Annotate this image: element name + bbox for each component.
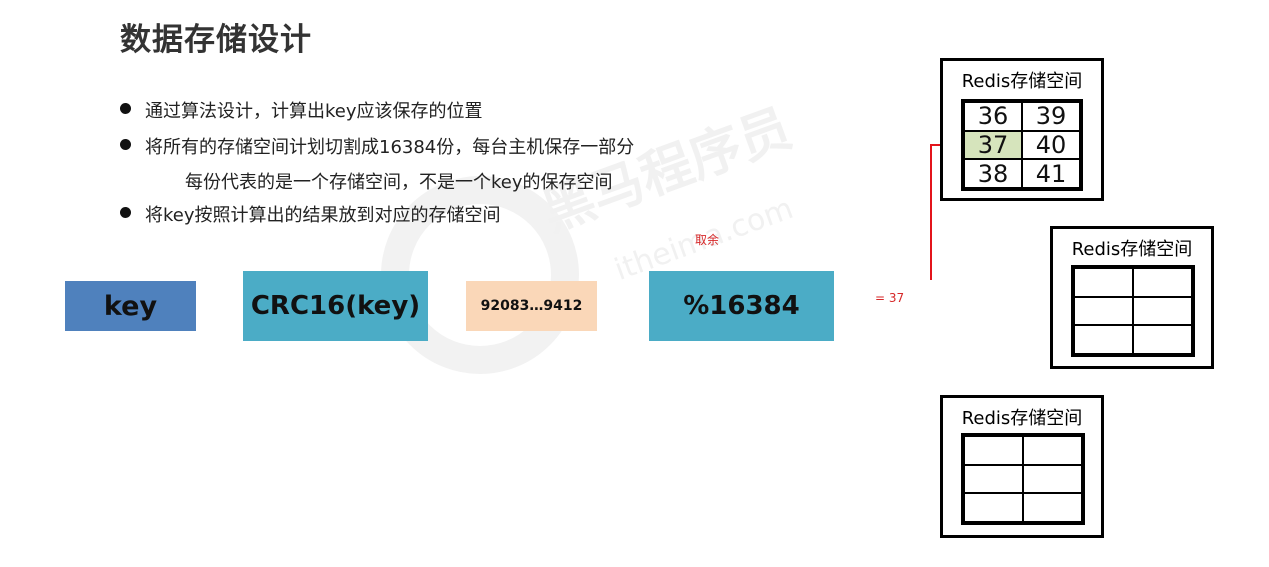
redis-node-3: Redis存储空间 [940,395,1104,538]
bullet-text: 通过算法设计，计算出key应该保存的位置 [145,101,483,122]
node-title: Redis存储空间 [1071,239,1193,260]
slot-cell: 38 [964,159,1022,188]
redis-node-2: Redis存储空间 [1050,226,1214,369]
slot-cell [1023,493,1082,522]
bullet-dot-icon [120,207,131,218]
slot-cell: 41 [1022,159,1080,188]
slot-grid [1071,265,1195,357]
page-title: 数据存储设计 [120,22,312,58]
slot-cell [964,436,1023,465]
slot-cell [1023,464,1082,494]
bullet-text: 将所有的存储空间计划切割成16384份，每台主机保存一部分 [145,137,635,158]
slot-cell [1074,325,1133,354]
slot-cell: 36 [964,102,1022,131]
slot-cell [1074,268,1133,297]
bullet-dot-icon [120,103,131,114]
result-label: = 37 [875,291,905,305]
slot-cell [1133,325,1192,354]
slot-cell [1133,296,1192,326]
slot-grid [961,433,1085,525]
crc16-box: CRC16(key) [243,271,428,341]
slot-cell-highlighted: 37 [964,130,1022,160]
slot-cell: 39 [1022,102,1080,131]
bullet-dot-icon [120,139,131,150]
remainder-label: 取余 [695,233,720,247]
key-box: key [65,281,196,331]
bullet-text: 将key按照计算出的结果放到对应的存储空间 [145,205,501,226]
slot-grid: 36 39 37 40 38 41 [961,99,1083,191]
slot-cell: 40 [1022,130,1080,160]
hash-value-box: 92083…9412 [466,281,597,331]
sub-bullet-text: 每份代表的是一个存储空间，不是一个key的保存空间 [185,172,613,193]
slot-cell [1023,436,1082,465]
modulo-box: %16384 [649,271,834,341]
slot-cell [964,464,1023,494]
slot-cell [1133,268,1192,297]
slot-cell [1074,296,1133,326]
node-title: Redis存储空间 [961,408,1083,429]
slot-cell [964,493,1023,522]
redis-node-1: Redis存储空间 36 39 37 40 38 41 [940,58,1104,201]
node-title: Redis存储空间 [961,71,1083,92]
